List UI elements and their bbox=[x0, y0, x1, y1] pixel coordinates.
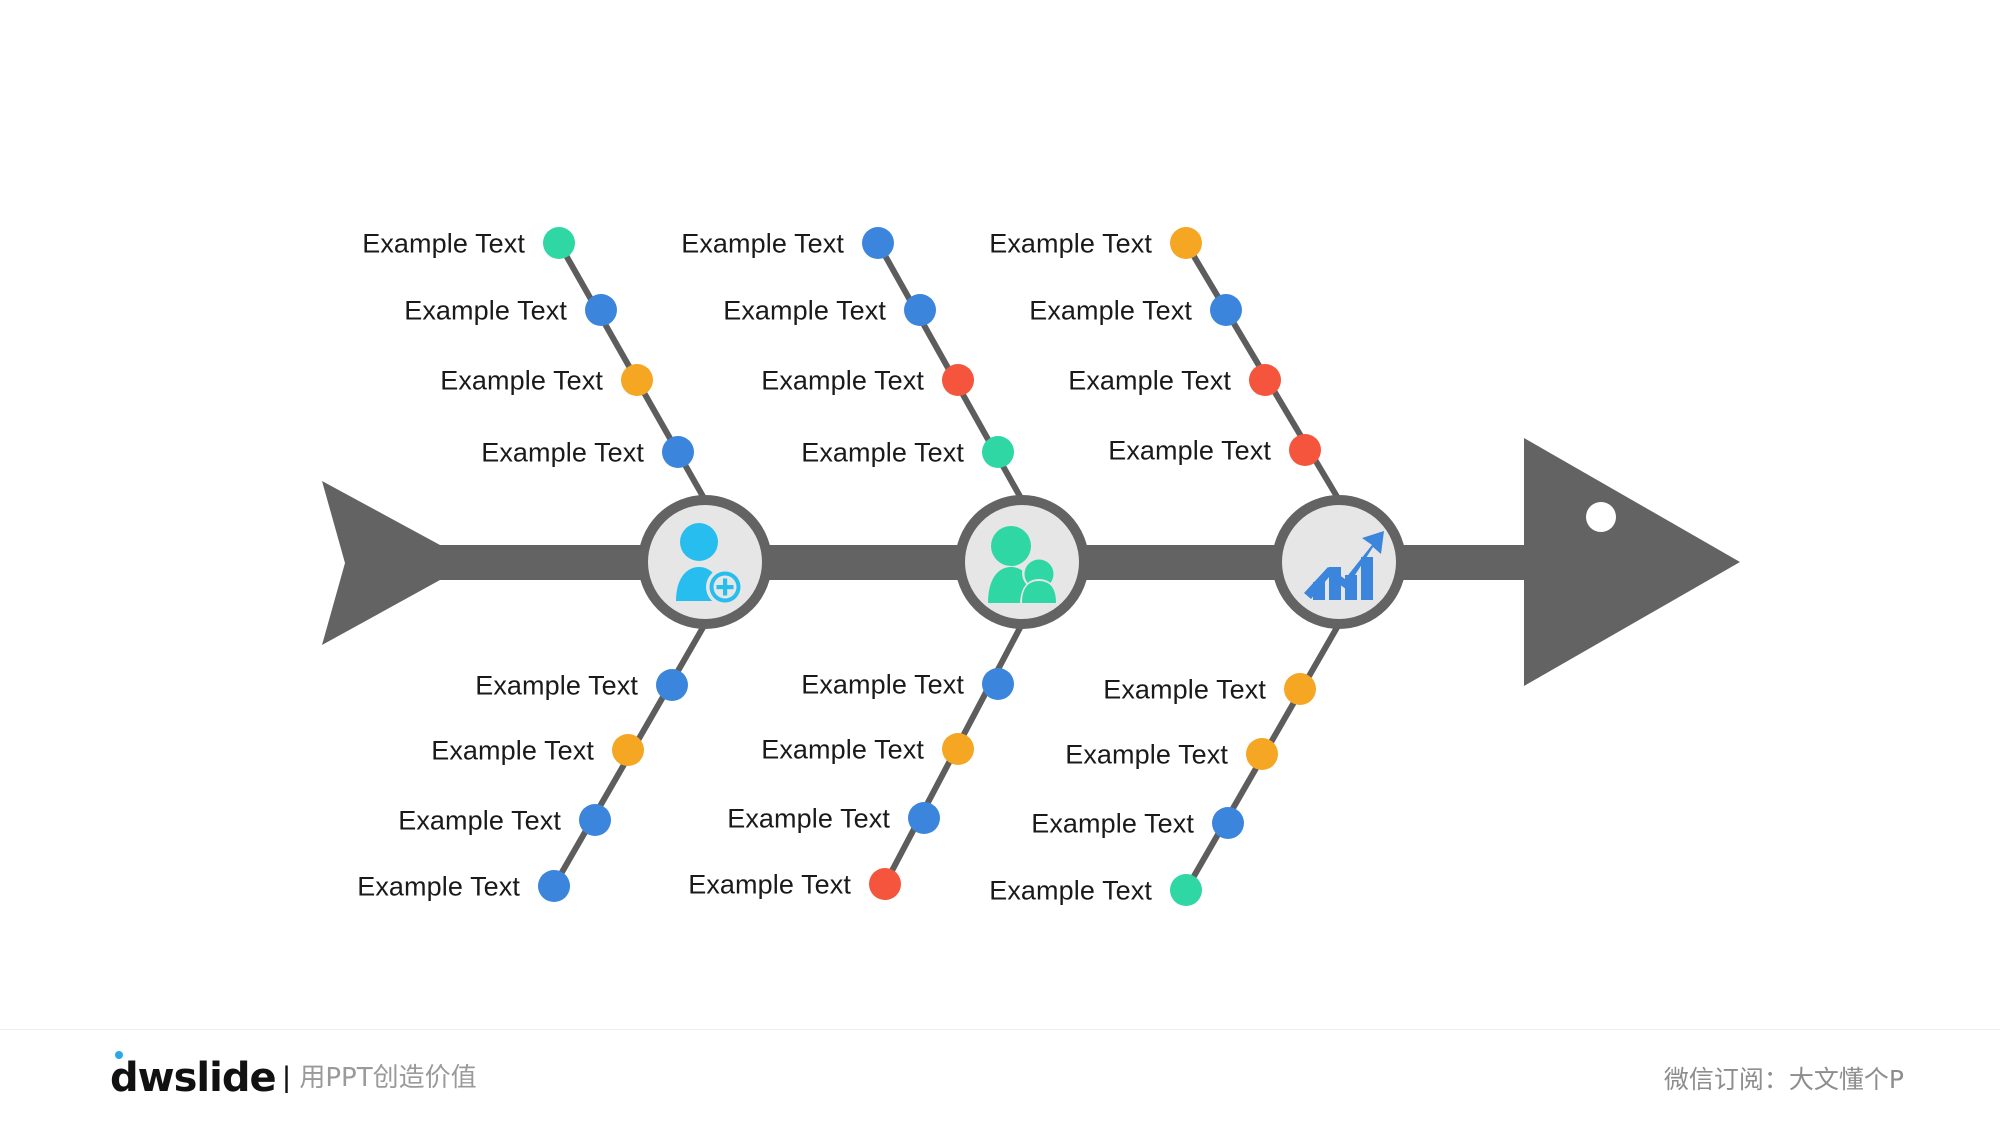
branch-label-bottom-1-1[interactable]: Example Text bbox=[475, 670, 638, 701]
branch-dot[interactable] bbox=[543, 227, 575, 259]
branch-dot[interactable] bbox=[942, 733, 974, 765]
branch-dots bbox=[538, 227, 1321, 906]
branch-label-top-3-1[interactable]: Example Text bbox=[989, 228, 1152, 259]
branch-dot[interactable] bbox=[1289, 434, 1321, 466]
branch-label-top-1-2[interactable]: Example Text bbox=[404, 295, 567, 326]
branch-label-top-3-3[interactable]: Example Text bbox=[1068, 365, 1231, 396]
branch-dot[interactable] bbox=[579, 804, 611, 836]
branch-dot[interactable] bbox=[982, 668, 1014, 700]
branch-dot[interactable] bbox=[1170, 874, 1202, 906]
branch-dot[interactable] bbox=[1284, 673, 1316, 705]
branch-label-top-2-2[interactable]: Example Text bbox=[723, 295, 886, 326]
branch-dot[interactable] bbox=[656, 669, 688, 701]
branch-label-top-1-1[interactable]: Example Text bbox=[362, 228, 525, 259]
branch-dot[interactable] bbox=[1249, 364, 1281, 396]
branch-dot[interactable] bbox=[612, 734, 644, 766]
branch-label-bottom-2-1[interactable]: Example Text bbox=[801, 669, 964, 700]
branch-label-bottom-2-2[interactable]: Example Text bbox=[761, 734, 924, 765]
branch-label-bottom-3-4[interactable]: Example Text bbox=[989, 875, 1152, 906]
slide-footer: dwslide | 用PPT创造价值 微信订阅：大文懂个P bbox=[0, 1029, 2000, 1125]
branch-dot[interactable] bbox=[904, 294, 936, 326]
brand-tagline: 用PPT创造价值 bbox=[299, 1062, 477, 1093]
branch-dot[interactable] bbox=[1246, 738, 1278, 770]
branch-dot[interactable] bbox=[942, 364, 974, 396]
branch-label-top-2-4[interactable]: Example Text bbox=[801, 437, 964, 468]
group-users-icon bbox=[988, 526, 1058, 605]
branch-label-top-2-3[interactable]: Example Text bbox=[761, 365, 924, 396]
brand-logo-text: dwslide bbox=[110, 1054, 277, 1101]
branch-dot[interactable] bbox=[1170, 227, 1202, 259]
brand-lockup: dwslide | 用PPT创造价值 bbox=[110, 1050, 477, 1101]
tail-shape bbox=[322, 481, 440, 645]
add-user-icon bbox=[676, 523, 744, 606]
growth-chart-icon bbox=[1304, 531, 1384, 600]
branch-label-bottom-1-4[interactable]: Example Text bbox=[357, 871, 520, 902]
branch-label-bottom-3-2[interactable]: Example Text bbox=[1065, 739, 1228, 770]
branch-label-top-2-1[interactable]: Example Text bbox=[681, 228, 844, 259]
branch-dot[interactable] bbox=[862, 227, 894, 259]
branch-dot[interactable] bbox=[1210, 294, 1242, 326]
node-circle-1[interactable] bbox=[638, 495, 772, 629]
branch-dot[interactable] bbox=[538, 870, 570, 902]
footer-subscribe-text: 微信订阅：大文懂个P bbox=[1663, 1064, 1904, 1094]
branch-dot[interactable] bbox=[585, 294, 617, 326]
brand-dot-icon bbox=[115, 1050, 123, 1059]
branch-label-top-1-3[interactable]: Example Text bbox=[440, 365, 603, 396]
brand-logo: dwslide bbox=[110, 1050, 277, 1101]
fish-eye-icon bbox=[1586, 502, 1616, 532]
branch-label-bottom-2-3[interactable]: Example Text bbox=[727, 803, 890, 834]
branch-dot[interactable] bbox=[621, 364, 653, 396]
fishbone-diagram bbox=[322, 227, 1740, 906]
brand-separator: | bbox=[282, 1060, 291, 1094]
branch-label-top-3-4[interactable]: Example Text bbox=[1108, 435, 1271, 466]
arrow-head-shape bbox=[1524, 438, 1740, 686]
branch-label-top-1-4[interactable]: Example Text bbox=[481, 437, 644, 468]
branch-label-bottom-2-4[interactable]: Example Text bbox=[688, 869, 851, 900]
branch-dot[interactable] bbox=[982, 436, 1014, 468]
branch-label-bottom-1-2[interactable]: Example Text bbox=[431, 735, 594, 766]
branch-dot[interactable] bbox=[908, 802, 940, 834]
branch-dot[interactable] bbox=[869, 868, 901, 900]
branch-label-bottom-3-3[interactable]: Example Text bbox=[1031, 808, 1194, 839]
branch-dot[interactable] bbox=[662, 436, 694, 468]
node-circle-3[interactable] bbox=[1272, 495, 1406, 629]
branch-label-top-3-2[interactable]: Example Text bbox=[1029, 295, 1192, 326]
branch-label-bottom-1-3[interactable]: Example Text bbox=[398, 805, 561, 836]
branch-label-bottom-3-1[interactable]: Example Text bbox=[1103, 674, 1266, 705]
branch-dot[interactable] bbox=[1212, 807, 1244, 839]
